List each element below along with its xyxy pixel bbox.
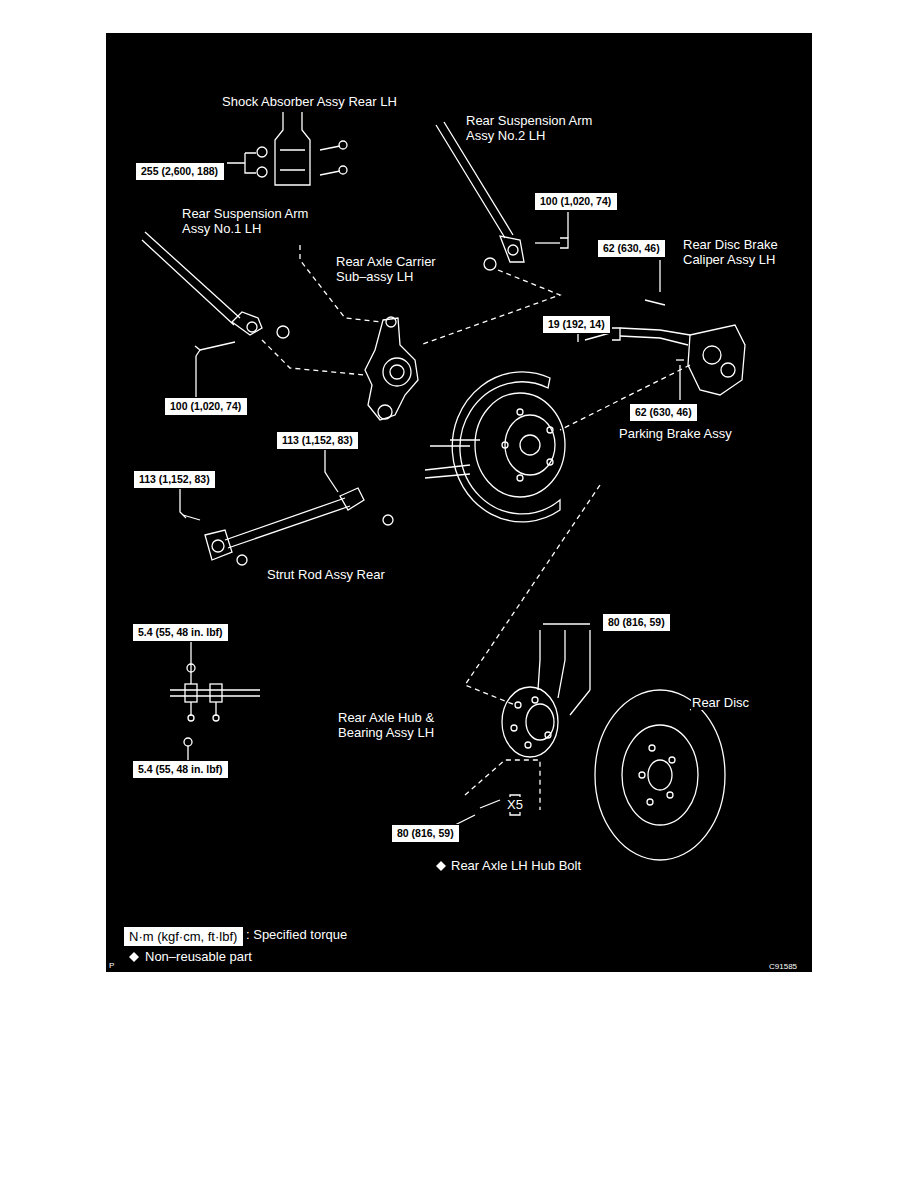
torque-box: 19 (192, 14) <box>543 316 610 333</box>
torque-value: 5.4 (55, 48 in. lbf) <box>138 626 227 639</box>
part-label: Rear Disc Brake Caliper Assy LH <box>682 237 809 267</box>
legend-symbol <box>129 952 139 962</box>
torque-value: 19 (192, 14) <box>548 318 609 331</box>
torque-value: 113 (1,152, 83) <box>282 434 357 447</box>
part-label: Rear Suspension Arm Assy No.2 LH <box>465 113 607 143</box>
torque-box: 255 (2,600, 188) <box>136 163 224 180</box>
part-label: Parking Brake Assy <box>618 426 733 441</box>
torque-value: 100 (1,020, 74) <box>540 195 616 208</box>
torque-value: 62 (630, 46) <box>635 406 696 419</box>
torque-box: 100 (1,020, 74) <box>165 398 247 415</box>
part-label: Rear Axle Carrier Sub–assy LH <box>335 254 467 284</box>
non-reusable-symbol <box>436 861 446 871</box>
part-label: Rear Axle Hub & Bearing Assy LH <box>337 710 464 740</box>
torque-box: 5.4 (55, 48 in. lbf) <box>133 761 228 778</box>
figure-code: C91585 <box>768 962 798 971</box>
torque-value: 113 (1,152, 83) <box>139 473 214 486</box>
part-label: X5 <box>506 797 524 812</box>
torque-value: 5.4 (55, 48 in. lbf) <box>138 763 227 776</box>
torque-value: N·m (kgf·cm, ft·lbf) <box>129 929 242 944</box>
part-label: Rear Suspension Arm Assy No.1 LH <box>181 206 328 236</box>
torque-box: 80 (816, 59) <box>392 825 459 842</box>
torque-box: 5.4 (55, 48 in. lbf) <box>133 624 228 641</box>
legend-torque-box: N·m (kgf·cm, ft·lbf) <box>124 927 243 946</box>
torque-box: 62 (630, 46) <box>598 240 665 257</box>
torque-value: 100 (1,020, 74) <box>170 400 246 413</box>
torque-box: 100 (1,020, 74) <box>535 193 617 210</box>
part-label: Shock Absorber Assy Rear LH <box>221 94 398 109</box>
legend-text: : Specified torque <box>246 927 347 942</box>
part-label: Strut Rod Assy Rear <box>266 567 386 582</box>
torque-value: 80 (816, 59) <box>608 616 669 629</box>
torque-value: 80 (816, 59) <box>397 827 458 840</box>
torque-value: 255 (2,600, 188) <box>141 165 223 178</box>
torque-box: 113 (1,152, 83) <box>134 471 215 488</box>
part-label: Rear Axle LH Hub Bolt <box>450 858 582 873</box>
diagram-panel <box>106 33 812 972</box>
legend-text: Non–reusable part <box>145 949 252 964</box>
parts-drawing <box>142 112 745 860</box>
torque-value: 62 (630, 46) <box>603 242 664 255</box>
torque-box: 113 (1,152, 83) <box>277 432 358 449</box>
torque-box: 80 (816, 59) <box>603 614 670 631</box>
figure-code: P <box>108 961 115 970</box>
part-label: Rear Disc <box>691 695 750 710</box>
torque-box: 62 (630, 46) <box>630 404 697 421</box>
